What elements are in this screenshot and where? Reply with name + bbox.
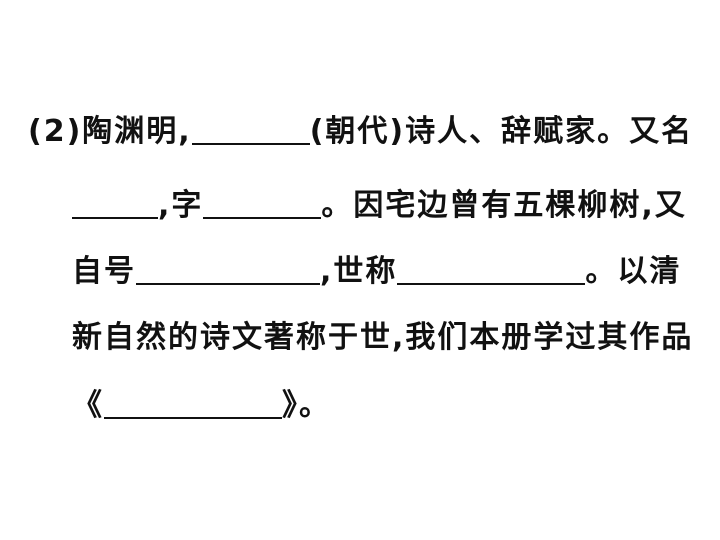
question-line-4: 新自然的诗文著称于世,我们本册学过其作品 [72, 318, 693, 358]
question-text: ,世称 [320, 254, 398, 289]
question-text: 。因宅边曾有五棵柳树,又 [321, 188, 687, 223]
question-text: 》。 [282, 388, 331, 423]
question-line-3: 自号 ,世称 。以清 [72, 252, 681, 292]
blank-courtesy-name[interactable] [203, 187, 322, 219]
question-text: (2)陶渊明, [28, 114, 192, 149]
blank-work-title[interactable] [104, 387, 282, 419]
question-line-2: ,字 。因宅边曾有五棵柳树,又 [72, 186, 687, 226]
question-line-5: 《 》。 [72, 386, 331, 426]
question-text: 新自然的诗文著称于世,我们本册学过其作品 [72, 320, 694, 355]
question-text: 《 [72, 388, 104, 423]
blank-dynasty[interactable] [191, 113, 310, 145]
question-text: 。以清 [585, 254, 682, 289]
question-text: (朝代)诗人、辞赋家。又名 [309, 114, 694, 149]
blank-self-title[interactable] [136, 253, 320, 285]
blank-known-as[interactable] [397, 253, 586, 285]
question-line-1: (2)陶渊明, (朝代)诗人、辞赋家。又名 [28, 112, 693, 152]
blank-alternate-name[interactable] [72, 187, 158, 219]
question-text: ,字 [158, 188, 204, 223]
question-text: 自号 [72, 254, 136, 289]
